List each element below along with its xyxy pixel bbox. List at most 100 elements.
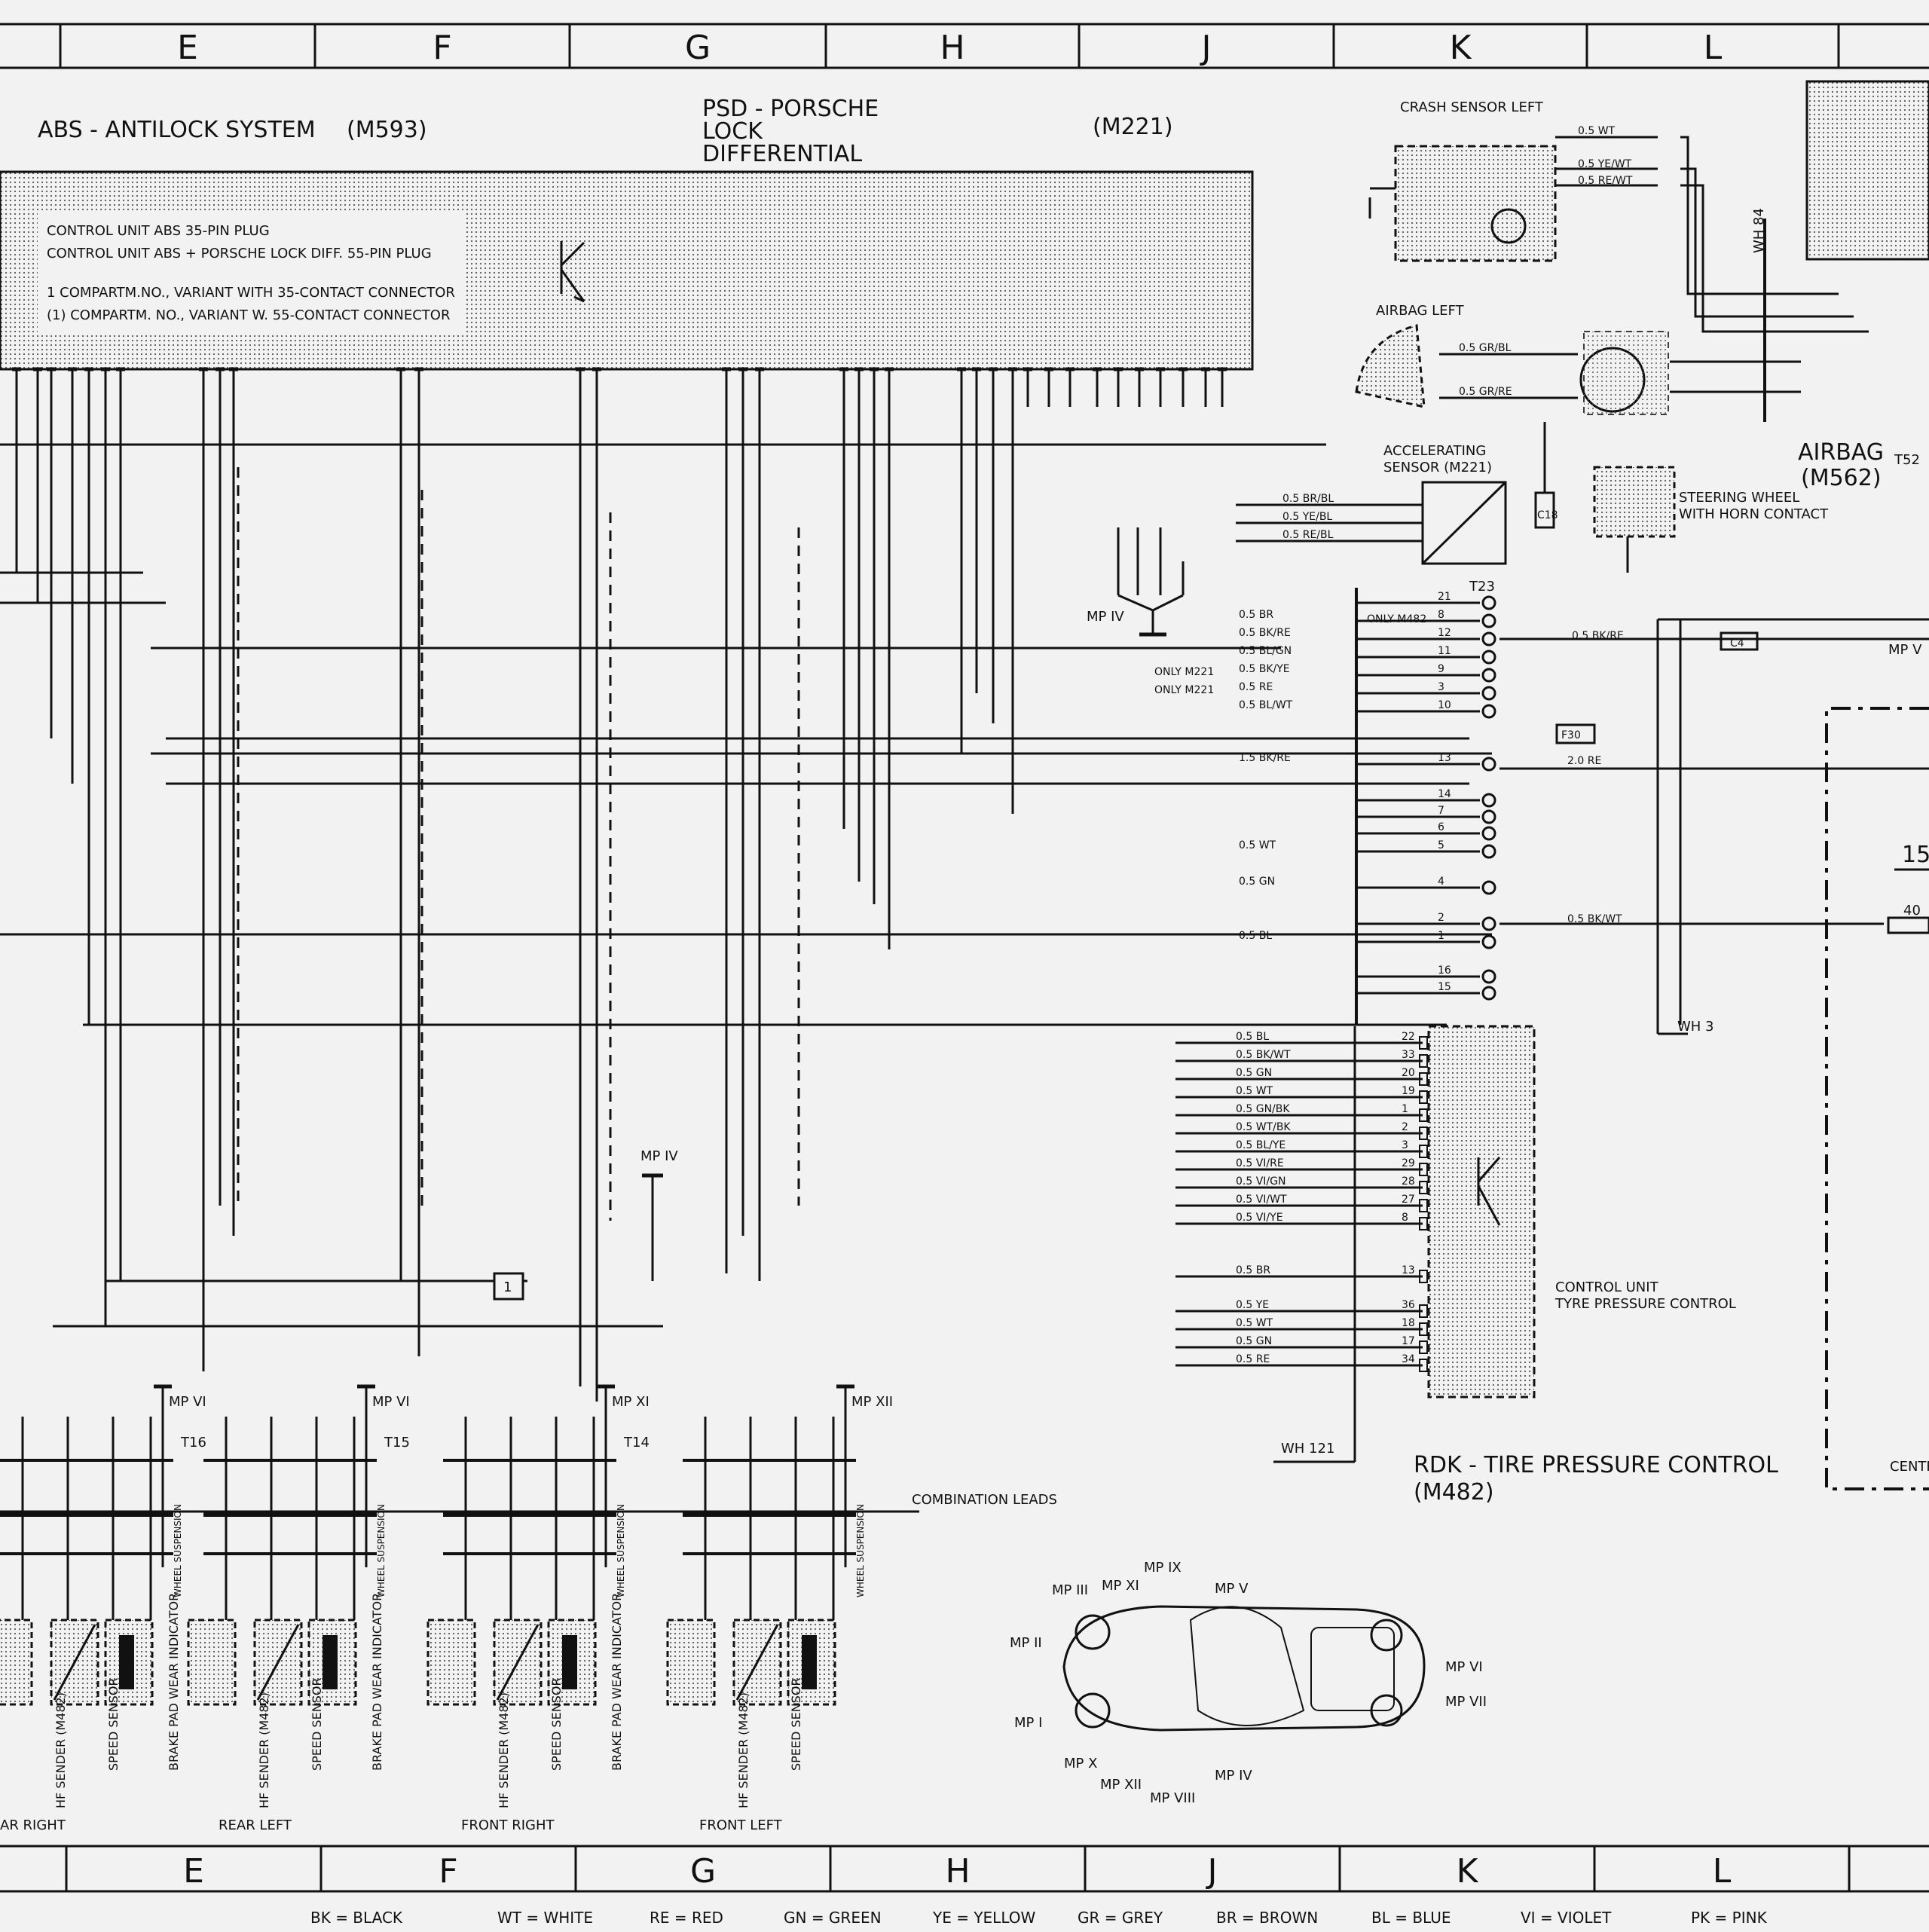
- position-front-left: FRONT LEFT: [699, 1817, 783, 1833]
- wh3-label: WH 3: [1677, 1019, 1714, 1035]
- t23-pin-number: 7: [1438, 805, 1444, 817]
- right-side-wires: [1499, 618, 1929, 1035]
- t23-pin: [1481, 613, 1496, 628]
- note-line-3: 1 COMPARTM.NO., VARIANT WITH 35-CONTACT …: [47, 285, 455, 301]
- accel-wire-1: 0.5 BR/BL: [1282, 493, 1334, 505]
- legend-bk: BK = BLACK: [310, 1909, 403, 1927]
- t23-only-labels: ONLY M482 ONLY M221 ONLY M221: [1154, 613, 1426, 696]
- tpc-pin: [1419, 1304, 1428, 1318]
- wheel-terminal-label: T16: [180, 1435, 206, 1451]
- grid-letter-j-bottom: J: [1206, 1852, 1218, 1891]
- t23-pin: [1481, 880, 1496, 895]
- sensor-box: [187, 1619, 237, 1706]
- tpc-pin: [1419, 1090, 1428, 1104]
- label-15: 15: [1902, 842, 1929, 868]
- airbag-left-label: AIRBAG LEFT: [1376, 303, 1465, 319]
- steering-wheel-label-1: STEERING WHEEL: [1679, 490, 1799, 506]
- t23-pin-number: 10: [1438, 699, 1451, 711]
- tpc-wire-label: 0.5 GN/BK: [1236, 1103, 1290, 1115]
- accel-sensor-label-2: SENSOR (M221): [1383, 460, 1492, 475]
- mp-xii: MP XII: [1100, 1777, 1142, 1793]
- tpc-pin-number: 19: [1402, 1085, 1415, 1097]
- wheel-suspension-label: WHEEL SUSPENSION: [173, 1504, 183, 1597]
- accel-wire-3: 0.5 RE/BL: [1282, 529, 1334, 541]
- t23-pin-number: 6: [1438, 821, 1444, 833]
- mp-vii: MP VII: [1445, 1694, 1487, 1710]
- grid-letter-l-top: L: [1704, 29, 1723, 67]
- t23-wire-label: 0.5 BL: [1239, 930, 1272, 942]
- tpc-wire-label: 0.5 VI/GN: [1236, 1175, 1285, 1188]
- junction-1-box: [493, 1272, 524, 1301]
- tpc-pin-number: 33: [1402, 1049, 1415, 1061]
- position-labels: AR RIGHT REAR LEFT FRONT RIGHT FRONT LEF…: [0, 1817, 783, 1833]
- tpc-pin-number: 2: [1402, 1121, 1408, 1133]
- t23-pin: [1481, 916, 1496, 931]
- crash-wire-3: 0.5 RE/WT: [1578, 175, 1633, 187]
- t23-pin: [1481, 793, 1496, 808]
- tpc-pin: [1419, 1340, 1428, 1354]
- mp-iv-mid-label: MP IV: [640, 1148, 678, 1164]
- t23-pin-number: 4: [1438, 876, 1444, 888]
- tpc-pin-number: 34: [1402, 1353, 1415, 1365]
- tpc-wire-label: 0.5 BR: [1236, 1264, 1270, 1276]
- car-measuring-points-diagram: [1062, 1605, 1426, 1732]
- t23-wire-label: 0.5 BL/WT: [1239, 699, 1293, 711]
- wheel-terminal-label: T14: [623, 1435, 650, 1451]
- tpc-wire-label: 0.5 VI/WT: [1236, 1194, 1287, 1206]
- t23-pin: [1481, 686, 1496, 701]
- airbag-code: (M562): [1801, 465, 1882, 491]
- wheel-terminal-label: T15: [384, 1435, 410, 1451]
- t23-pin-number: 15: [1438, 981, 1451, 993]
- bottom-grid-letters: E F G H J K L: [183, 1852, 1732, 1891]
- t23-pin: [1481, 757, 1496, 772]
- t23-pin: [1481, 650, 1496, 665]
- mp-i: MP I: [1014, 1715, 1042, 1731]
- brake-pad-label: BRAKE PAD WEAR INDICATOR: [610, 1593, 624, 1771]
- psd-code: (M221): [1093, 114, 1173, 140]
- rdk-code: (M482): [1414, 1479, 1494, 1506]
- central-unit-border: [1825, 707, 1929, 1490]
- right-wire-2: 2.0 RE: [1567, 755, 1601, 767]
- tpc-pin: [1419, 1217, 1428, 1230]
- airbag-title: AIRBAG: [1798, 439, 1884, 466]
- control-unit-note-box: [38, 212, 466, 333]
- speed-sensor-label: SPEED SENSOR: [549, 1677, 564, 1771]
- crash-wire-1: 0.5 WT: [1578, 125, 1616, 137]
- tpc-pin-number: 3: [1402, 1139, 1408, 1151]
- tpc-wire-label: 0.5 WT/BK: [1236, 1121, 1291, 1133]
- tpc-pin-number: 28: [1402, 1175, 1415, 1188]
- tpc-wire-label: 0.5 VI/YE: [1236, 1212, 1283, 1224]
- grid-letter-e-bottom: E: [183, 1852, 204, 1891]
- brake-pad-label: BRAKE PAD WEAR INDICATOR: [370, 1593, 384, 1771]
- legend-pk: PK = PINK: [1691, 1909, 1768, 1927]
- grid-letter-h-top: H: [940, 29, 964, 67]
- grid-letter-g-top: G: [685, 29, 711, 67]
- psd-title-line1: PSD - PORSCHE: [702, 96, 879, 122]
- t23-pin-number: 14: [1438, 788, 1451, 800]
- mp-ix: MP IX: [1144, 1560, 1182, 1576]
- t23-pin-number: 2: [1438, 912, 1444, 924]
- c4-connector: [1720, 631, 1759, 651]
- legend-bl: BL = BLUE: [1371, 1909, 1451, 1927]
- wheel-suspension-label: WHEEL SUSPENSION: [376, 1504, 387, 1597]
- wheel-suspension-label: WHEEL SUSPENSION: [616, 1504, 626, 1597]
- tpc-pin-number: 36: [1402, 1299, 1415, 1311]
- mp-iv-top-label: MP IV: [1087, 609, 1124, 625]
- top-grid-letters: E F G H J K L: [177, 29, 1723, 67]
- hf-sender-label: HF SENDER (M482): [497, 1692, 511, 1808]
- label-40: 40: [1903, 903, 1921, 919]
- legend-re: RE = RED: [650, 1909, 723, 1927]
- t23-wire-label: 1.5 BK/RE: [1239, 752, 1291, 764]
- note-line-4: (1) COMPARTM. NO., VARIANT W. 55-CONTACT…: [47, 307, 450, 323]
- combination-leads-label: COMBINATION LEADS: [912, 1492, 1057, 1508]
- control-unit-symbol-icon: [560, 241, 585, 303]
- note-line-2: CONTROL UNIT ABS + PORSCHE LOCK DIFF. 55…: [47, 246, 432, 261]
- t23-pin: [1481, 826, 1496, 841]
- tpc-symbol-icon: [1477, 1157, 1501, 1226]
